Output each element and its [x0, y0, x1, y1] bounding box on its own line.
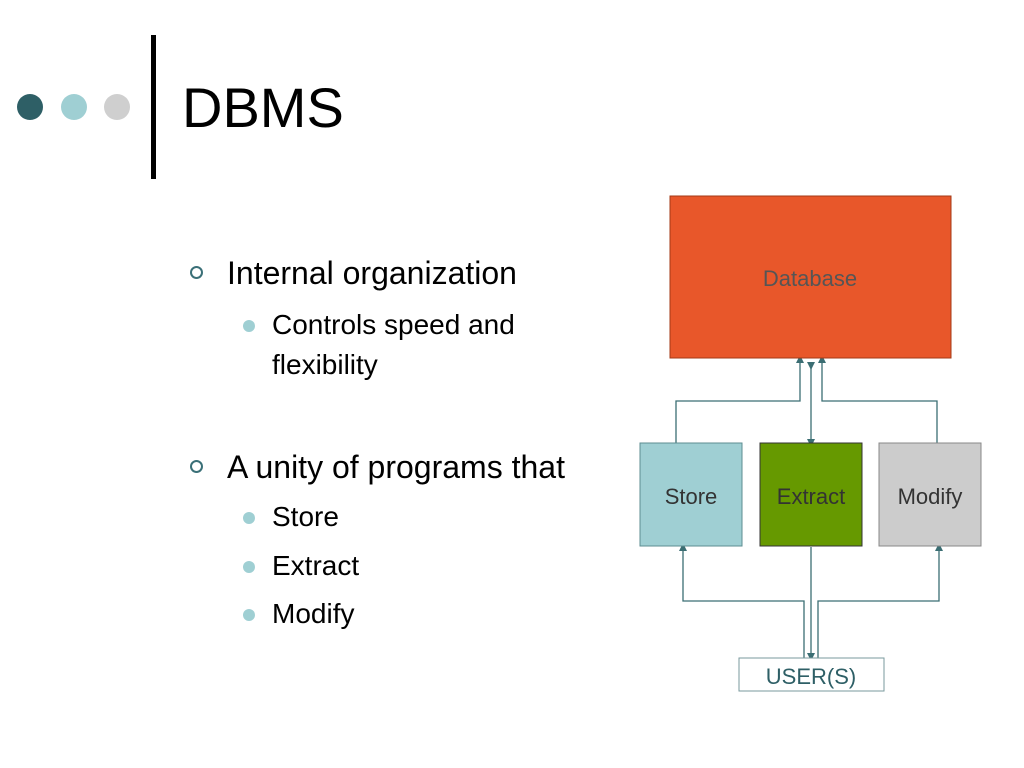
database-box [669, 195, 952, 359]
store-to-database-arrow [675, 355, 804, 443]
sub-bullet-text: Store [272, 501, 339, 532]
user-to-modify-arrow [817, 543, 943, 658]
bullet-text: A unity of programs that [227, 449, 565, 485]
store-box [639, 442, 743, 547]
decor-dot-light [61, 94, 87, 120]
modify-box [878, 442, 982, 547]
filled-bullet-icon [243, 609, 255, 621]
decor-dot-grey [104, 94, 130, 120]
users-box [738, 657, 885, 692]
modify-to-database-arrow [818, 355, 938, 443]
sub-bullet-text: Modify [272, 598, 355, 629]
page-title: DBMS [182, 76, 344, 139]
database-label: Database [763, 266, 857, 291]
modify-label: Modify [898, 484, 963, 509]
extract-box [759, 442, 863, 547]
filled-bullet-icon [243, 320, 255, 332]
store-label: Store [665, 484, 718, 509]
extract-label: Extract [777, 484, 845, 509]
filled-bullet-icon [243, 561, 255, 573]
sub-bullet-text: Controls speed and [272, 309, 515, 340]
sub-bullet-text: Extract [272, 550, 360, 581]
title-divider [151, 35, 156, 179]
users-label: USER(S) [766, 664, 856, 689]
bullet-text: Internal organization [227, 255, 517, 291]
filled-bullet-icon [243, 512, 255, 524]
hollow-bullet-icon [190, 460, 203, 473]
user-to-store-arrow [679, 543, 805, 658]
decor-dot-dark [17, 94, 43, 120]
sub-bullet-text: flexibility [272, 349, 378, 380]
hollow-bullet-icon [190, 266, 203, 279]
connector-lines [675, 355, 943, 661]
